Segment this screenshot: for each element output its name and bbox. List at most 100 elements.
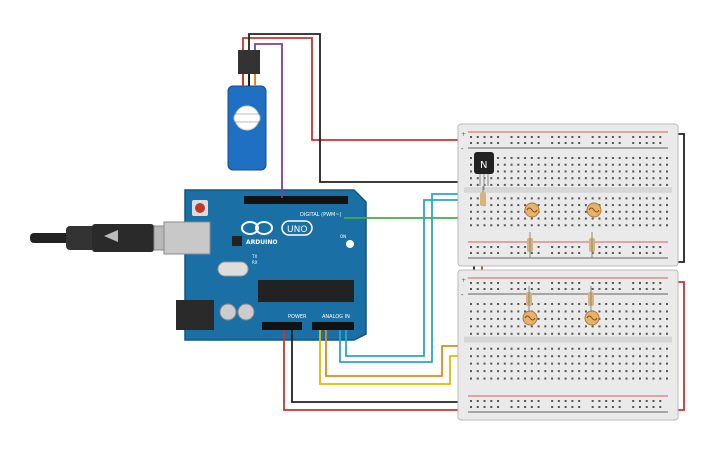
breadboard-hole [524, 370, 527, 373]
breadboard-hole [618, 197, 621, 200]
breadboard-hole [490, 377, 493, 380]
breadboard-hole [557, 142, 560, 144]
breadboard-hole [638, 210, 641, 213]
breadboard-hole [483, 377, 486, 380]
breadboard-hole [470, 362, 472, 365]
breadboard-hole [666, 332, 668, 335]
breadboard-hole [632, 217, 635, 220]
breadboard-hole [652, 252, 655, 254]
breadboard-hole [517, 177, 520, 180]
breadboard-hole [551, 347, 554, 350]
breadboard-hole [618, 183, 621, 186]
breadboard-hole [625, 204, 628, 207]
breadboard-hole [497, 170, 500, 173]
breadboard-hole [605, 400, 608, 402]
breadboard-hole [530, 370, 533, 373]
breadboard-hole [598, 362, 601, 365]
breadboard-hole [659, 183, 662, 186]
breadboard-hole [524, 170, 527, 173]
breadboard-hole [598, 252, 601, 254]
breadboard-hole [497, 252, 500, 254]
breadboard-hole [517, 170, 520, 173]
breadboard-hole [652, 136, 655, 138]
breadboard-hole [638, 183, 641, 186]
breadboard-hole [666, 362, 668, 365]
breadboard-hole [510, 252, 513, 254]
breadboard-hole [470, 224, 472, 227]
breadboard-hole [611, 332, 614, 335]
breadboard-hole [476, 252, 479, 254]
breadboard-hole [584, 210, 587, 213]
breadboard-hole [571, 332, 574, 335]
breadboard-hole [638, 362, 641, 365]
breadboard-hole [578, 252, 581, 254]
breadboard-hole [659, 370, 662, 373]
breadboard-hole [476, 177, 479, 180]
breadboard-hole [638, 246, 641, 248]
breadboard-hole [470, 303, 472, 305]
breadboard-hole [611, 204, 614, 207]
breadboard-hole [544, 224, 547, 227]
breadboard-hole [517, 224, 520, 227]
breadboard-hole [666, 204, 668, 207]
breadboard-hole [652, 325, 655, 328]
breadboard-hole [578, 303, 581, 305]
breadboard-hole [483, 362, 486, 365]
breadboard-hole [578, 170, 581, 173]
breadboard-hole [598, 183, 601, 186]
breadboard-hole [544, 362, 547, 365]
breadboard-hole [503, 210, 506, 213]
breadboard-hole [605, 347, 608, 350]
breadboard-hole [557, 177, 560, 180]
breadboard-hole [666, 370, 668, 373]
breadboard-hole [530, 362, 533, 365]
breadboard-hole [645, 282, 648, 284]
breadboard-hole [632, 282, 635, 284]
breadboard-hole [510, 347, 513, 350]
breadboard-hole [625, 310, 628, 313]
breadboard-hole [591, 197, 594, 200]
breadboard-hole [551, 406, 554, 408]
breadboard-hole [470, 246, 472, 248]
breadboard-hole [557, 400, 560, 402]
breadboard-hole [632, 332, 635, 335]
breadboard-hole [557, 252, 560, 254]
breadboard-hole [524, 197, 527, 200]
breadboard-hole [524, 332, 527, 335]
breadboard-hole [659, 142, 662, 144]
breadboard-hole [551, 400, 554, 402]
breadboard-hole [537, 252, 540, 254]
breadboard-hole [611, 252, 614, 254]
breadboard-hole [557, 224, 560, 227]
breadboard-hole [659, 347, 662, 350]
breadboard-hole [551, 370, 554, 373]
breadboard-hole [584, 377, 587, 380]
breadboard-hole [611, 197, 614, 200]
breadboard-hole [625, 157, 628, 159]
breadboard-hole [652, 142, 655, 144]
breadboard-hole [524, 177, 527, 180]
breadboard-hole [470, 142, 472, 144]
breadboard-hole [584, 370, 587, 373]
breadboard-hole [537, 355, 540, 358]
breadboard-hole [510, 332, 513, 335]
breadboard-hole [497, 303, 500, 305]
breadboard-hole [632, 142, 635, 144]
breadboard-hole [625, 303, 628, 305]
breadboard-hole [497, 210, 500, 213]
resistor [589, 232, 595, 258]
breadboard-hole [645, 370, 648, 373]
breadboard-hole [611, 142, 614, 144]
breadboard-hole [557, 136, 560, 138]
power-jack [176, 300, 214, 330]
breadboard-hole [537, 157, 540, 159]
breadboard-hole [497, 347, 500, 350]
breadboard-hole [510, 170, 513, 173]
breadboard-hole [645, 362, 648, 365]
breadboard-hole [517, 347, 520, 350]
breadboard-hole [544, 347, 547, 350]
breadboard-hole [652, 332, 655, 335]
breadboard-hole [611, 217, 614, 220]
breadboard-hole [578, 288, 581, 290]
breadboard-hole [591, 170, 594, 173]
